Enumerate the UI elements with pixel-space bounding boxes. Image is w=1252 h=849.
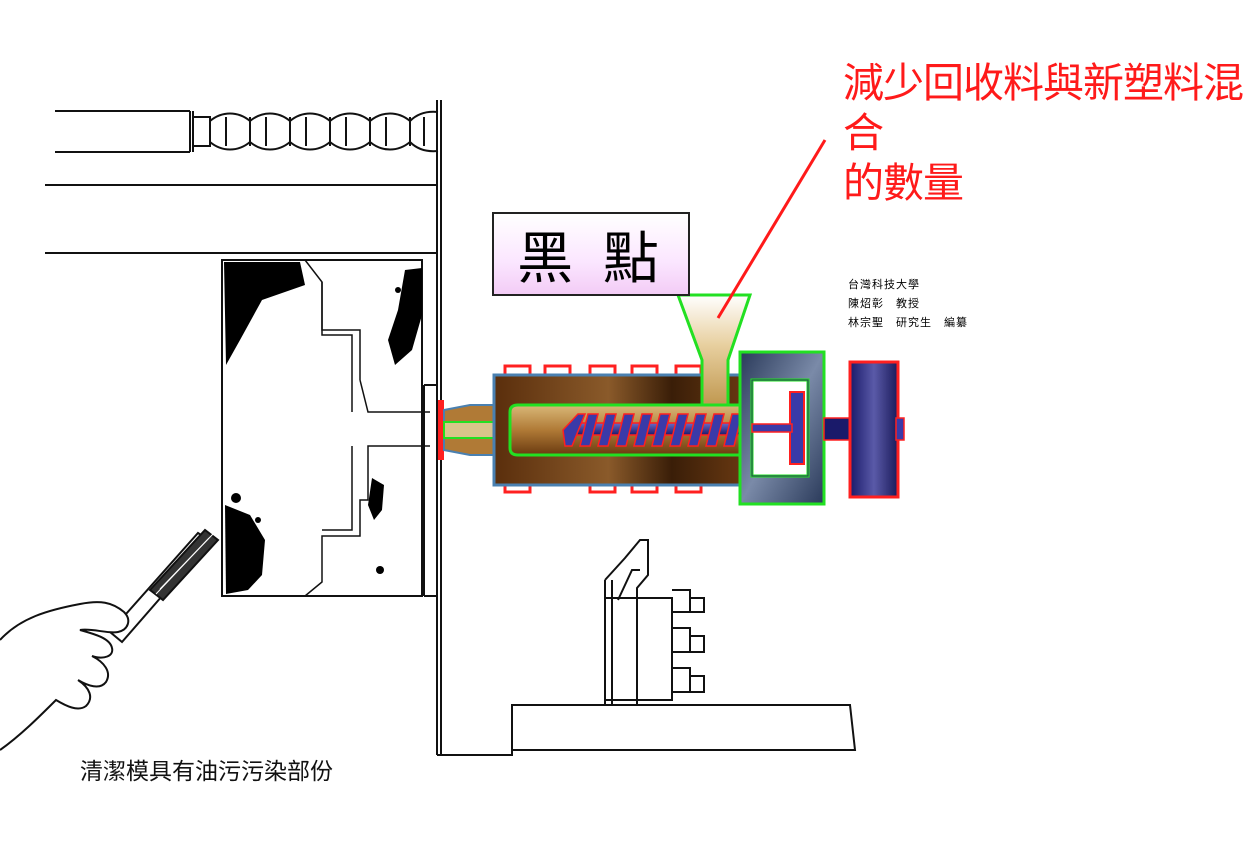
hopper: [675, 293, 753, 407]
motor-wheel: [823, 360, 905, 499]
mold: [221, 259, 430, 597]
callout-line-1: 減少回收料與新塑料混合: [843, 59, 1244, 157]
credit-line-1: 台灣科技大學: [848, 278, 920, 291]
machine-frame: [45, 100, 857, 756]
black-spot-label-text: 黑 點: [517, 226, 665, 292]
callout-text: 減少回收料與新塑料混合 的數量: [843, 58, 1248, 208]
mold-dirt-stains: [224, 262, 422, 594]
screw-flights: [562, 413, 753, 447]
callout-line-2: 的數量: [843, 159, 964, 207]
hand-with-brush: [0, 528, 220, 751]
credit-line-2: 陳炤彰 教授: [848, 297, 920, 310]
black-spot-label: 黑 點: [492, 212, 690, 296]
ejector-mechanism: [604, 539, 705, 705]
nozzle: [438, 400, 505, 460]
tie-bar-rings: [189, 110, 439, 153]
cleaning-caption: 清潔模具有油污污染部份: [80, 759, 333, 785]
drive-housing: [738, 350, 826, 506]
credit-line-3: 林宗聖 研究生 編纂: [848, 316, 968, 329]
hand-outline: [0, 601, 130, 751]
callout-pointer: [716, 139, 827, 319]
brush: [108, 528, 220, 644]
